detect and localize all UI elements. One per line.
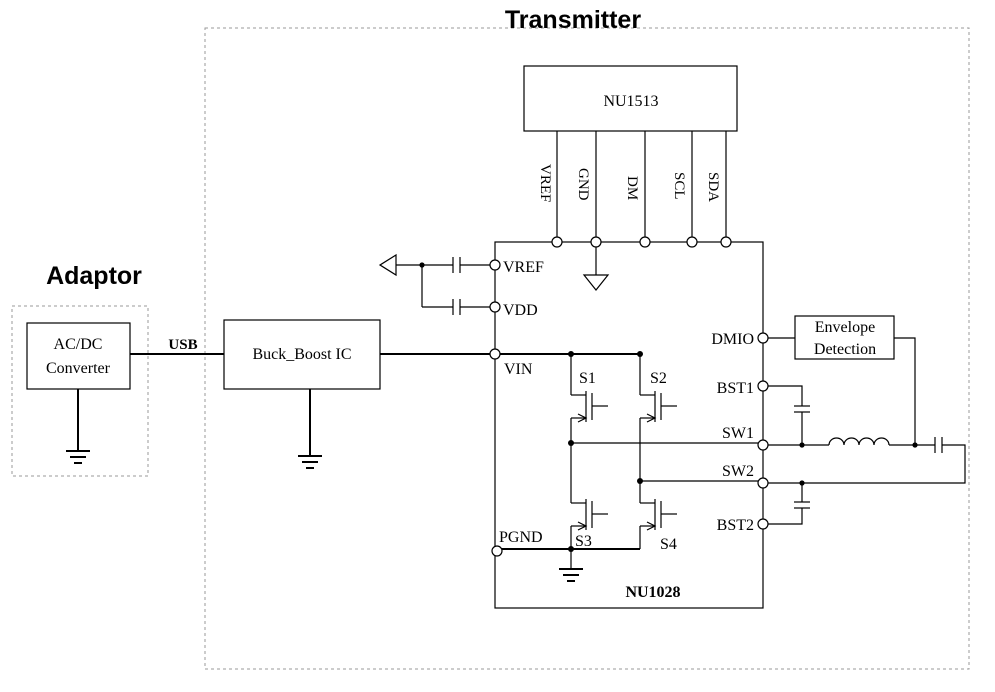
pin-vin-marker <box>489 348 501 360</box>
vref-ground-triangle-icon <box>378 253 397 277</box>
bst2-wire <box>768 508 803 525</box>
bst1-wire <box>768 385 803 406</box>
pin-bst2-marker <box>757 518 769 530</box>
pgnd-ground-icon <box>559 568 583 582</box>
s1-label: S1 <box>579 370 596 387</box>
bst2-capacitor-icon <box>794 501 810 509</box>
pin-sw1-marker <box>757 439 769 451</box>
nu1028-box <box>494 241 764 609</box>
vref-junction-dot <box>419 262 425 268</box>
pin-dmio-label: DMIO <box>711 331 754 348</box>
s4-label: S4 <box>660 536 677 553</box>
nu1028-left-pin-markers <box>489 259 503 557</box>
pin-sw2-marker <box>757 477 769 489</box>
nu1513-pin-scl-label: SCL <box>671 172 687 200</box>
resonant-capacitor-icon <box>934 437 943 453</box>
nu1513-pin-gnd-label: GND <box>575 168 591 201</box>
pin-bst1-marker <box>757 380 769 392</box>
envelope-detection-line2: Detection <box>814 341 876 358</box>
usb-label: USB <box>168 337 197 353</box>
transmitter-title: Transmitter <box>505 6 641 34</box>
envelope-detection-line1: Envelope <box>815 319 875 336</box>
adaptor-outline <box>11 305 149 477</box>
s3-mosfet-icon <box>571 499 608 531</box>
nu1513-pin-markers <box>551 236 732 248</box>
ac-dc-converter-label-line1: AC/DC <box>54 336 103 353</box>
pin-dm-top-marker <box>639 236 651 248</box>
pin-vref-top-marker <box>551 236 563 248</box>
pin-pgnd-marker <box>491 545 503 557</box>
pin-scl-top-marker <box>686 236 698 248</box>
ground-triangle-icon <box>582 274 610 291</box>
pin-gnd-top-marker <box>590 236 602 248</box>
s3-label: S3 <box>575 533 592 550</box>
pgnd-junction-dot <box>568 546 574 552</box>
pin-bst1-label: BST1 <box>717 380 754 397</box>
ac-dc-converter-label-line2: Converter <box>46 360 111 377</box>
vref-capacitor-icon <box>452 257 461 273</box>
nu1513-pin-sda-label: SDA <box>705 172 721 202</box>
adaptor-title: Adaptor <box>46 262 142 290</box>
nu1513-label: NU1513 <box>603 93 658 110</box>
nu1513-pin-dm-label: DM <box>624 176 640 200</box>
coil-return-wire <box>768 444 966 484</box>
vdd-capacitor-icon <box>452 299 461 315</box>
pin-pgnd-label: PGND <box>499 529 543 546</box>
nu1513-box <box>523 65 738 132</box>
pin-sw2-label: SW2 <box>722 463 754 480</box>
s2-label: S2 <box>650 370 667 387</box>
s4-mosfet-icon <box>640 499 677 531</box>
envelope-junction-dot <box>912 442 918 448</box>
envelope-sense-wire <box>894 337 916 445</box>
sw1-external-junction-dot <box>799 442 805 448</box>
pin-vdd-marker <box>489 301 501 313</box>
buck-boost-ic-label: Buck_Boost IC <box>252 346 351 363</box>
pin-bst2-label: BST2 <box>717 517 754 534</box>
pin-dmio-marker <box>757 332 769 344</box>
nu1028-label: NU1028 <box>625 584 680 601</box>
buck-boost-ic-box <box>223 319 381 390</box>
s2-mosfet-icon <box>640 391 677 423</box>
nu1028-right-pin-markers <box>757 332 769 530</box>
coil-inductor-icon <box>828 437 890 446</box>
pin-sw1-label: SW1 <box>722 425 754 442</box>
pin-sda-top-marker <box>720 236 732 248</box>
pin-vref-marker <box>489 259 501 271</box>
bst1-capacitor-icon <box>794 405 810 413</box>
nu1513-pin-wires <box>556 131 727 237</box>
buck-boost-ground-icon <box>298 455 322 469</box>
s1-mosfet-icon <box>571 391 608 423</box>
pin-vin-label: VIN <box>504 361 533 378</box>
pin-vref-label: VREF <box>503 259 544 276</box>
ac-dc-converter-box <box>26 322 131 390</box>
converter-ground-icon <box>66 450 90 464</box>
pin-vdd-label: VDD <box>503 302 538 319</box>
nu1513-pin-vref-label: VREF <box>537 164 553 202</box>
